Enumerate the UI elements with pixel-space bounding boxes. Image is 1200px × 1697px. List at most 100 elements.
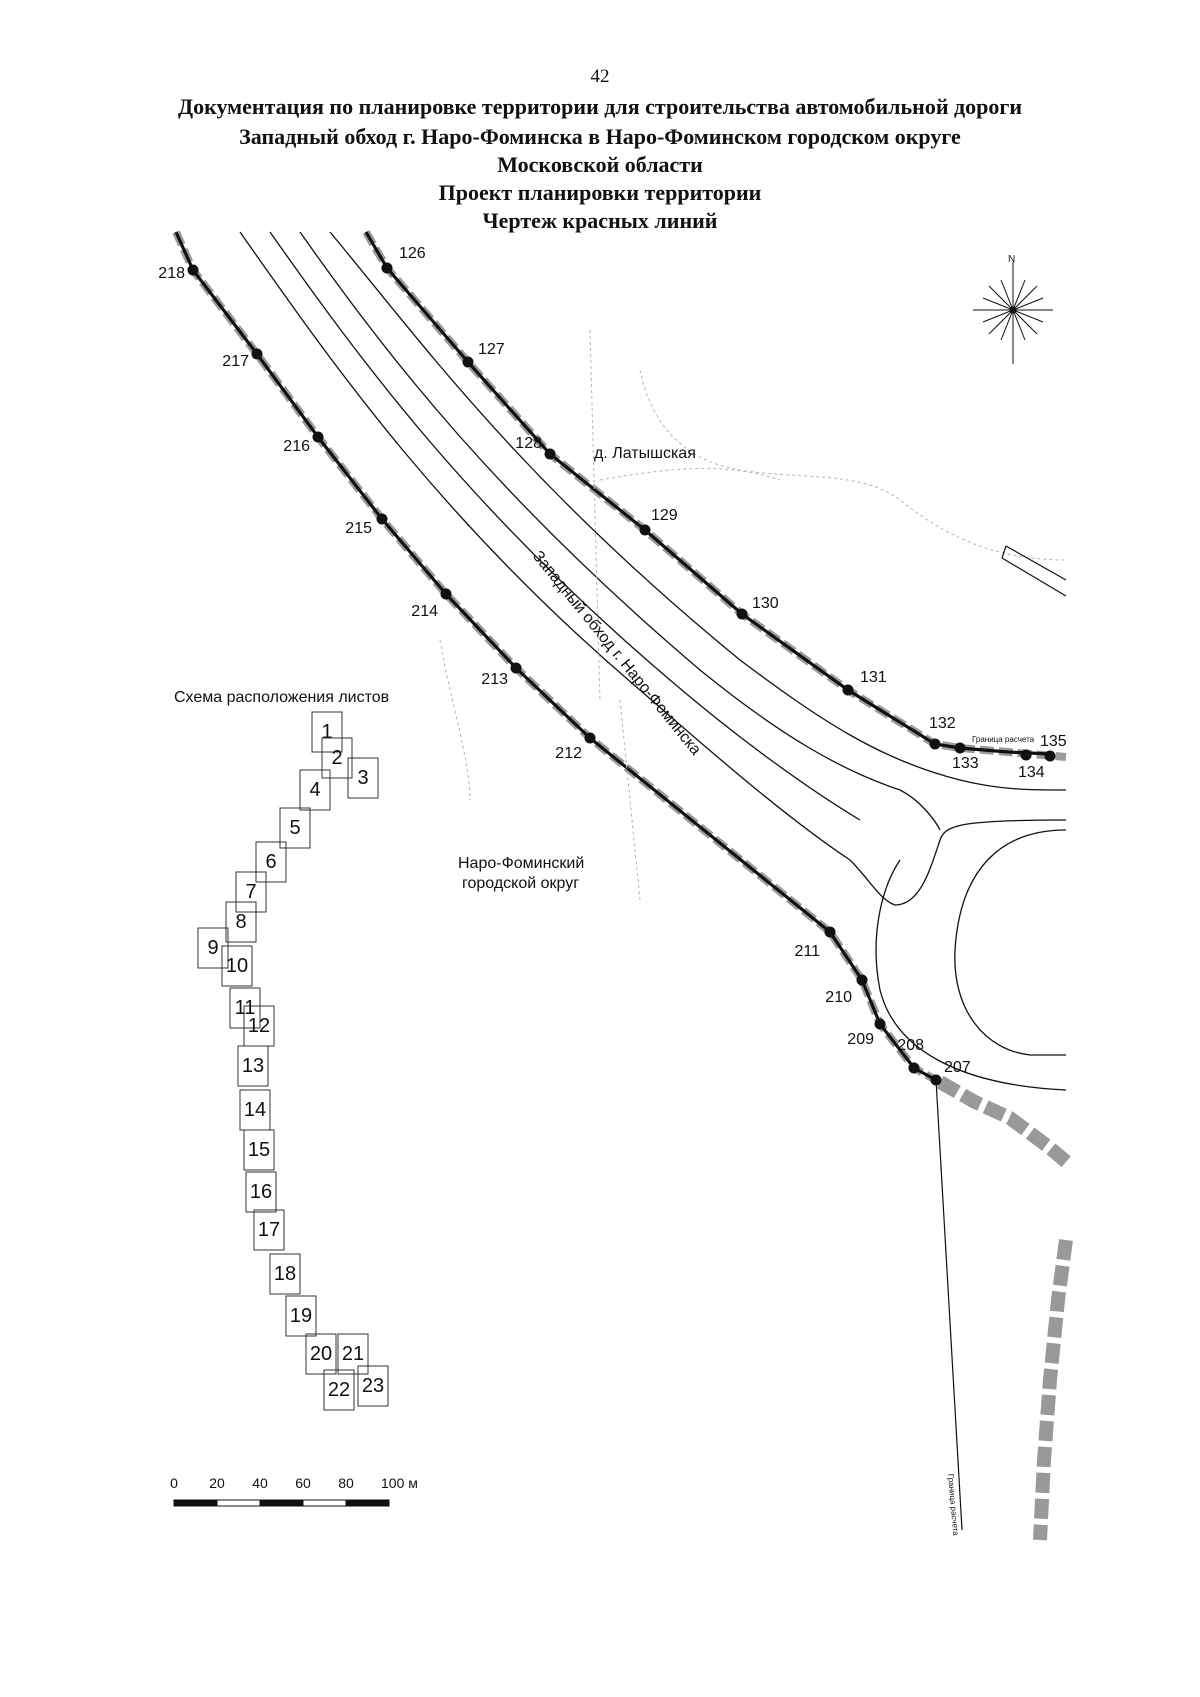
terrain-line-1 [639,369,1067,561]
calc-boundary-label: Граница расчета [972,735,1035,744]
calc-boundary-hatched [936,1075,1075,1541]
sheet-number-11: 11 [235,997,256,1019]
sheet-number-20: 20 [310,1343,332,1365]
page-number: 42 [590,66,610,87]
road-line-4 [329,231,1067,791]
red-line-point-129 [639,524,651,536]
point-label-129: 129 [651,507,678,524]
sheet-number-12: 12 [248,1015,270,1037]
point-label-209: 209 [847,1031,874,1048]
red-line-point-131 [842,684,854,696]
red-line-point-134 [1020,749,1032,761]
sheet-frame-16 [245,1171,277,1213]
sheet-frame-13 [237,1045,269,1087]
sheet-number-21: 21 [342,1343,364,1365]
roundabout-edge [954,829,1067,1056]
title-line-1: Документация по планировке территории дл… [177,94,1023,119]
point-label-207: 207 [944,1059,971,1076]
sheet-number-2: 2 [331,747,342,769]
title-line-3: Московской области [497,152,703,177]
point-label-217: 217 [222,353,249,370]
rail-line-3 [1001,545,1007,559]
sheet-number-8: 8 [235,911,246,933]
point-label-214: 214 [411,603,438,620]
point-label-210: 210 [825,989,852,1006]
road-line-2 [269,231,861,821]
sheet-number-6: 6 [265,851,276,873]
sheet-number-4: 4 [309,779,320,801]
sheet-frame-11 [229,987,261,1029]
sheet-number-5: 5 [289,817,300,839]
scale-tick-3: 60 [295,1475,311,1491]
sheet-number-13: 13 [242,1055,264,1077]
sheet-number-17: 17 [258,1219,280,1241]
sheet-frame-18 [269,1253,301,1295]
point-label-211: 211 [794,943,820,960]
rail-line-2 [1001,557,1067,597]
sheet-number-23: 23 [362,1375,384,1397]
red-line-point-207 [930,1074,942,1086]
district-label-line2: городской округ [462,875,579,892]
scale-segment-3 [302,1499,347,1507]
sheet-number-22: 22 [328,1379,350,1401]
sheet-number-7: 7 [245,881,256,903]
red-line-point-135 [1044,750,1056,762]
sheet-number-14: 14 [244,1099,266,1121]
red-line-south [174,231,937,1082]
sheet-number-10: 10 [226,955,248,977]
scale-segment-2 [259,1499,304,1507]
sheet-frame-7 [235,871,267,913]
red-line-point-213 [510,662,522,674]
sheet-frame-1 [311,711,343,753]
red-line-point-210 [856,974,868,986]
calc-boundary-vertical-label: Граница расчета [946,1473,960,1536]
north-label: N [1008,254,1015,265]
red-line-point-132 [929,738,941,750]
red-line-point-133 [954,742,966,754]
rail-band [1001,545,1067,597]
key-map-title: Схема расположения листов [174,689,389,706]
road-label: Западный обход г. Наро-Фоминска [529,548,704,759]
point-label-216: 216 [283,438,310,455]
sheet-number-15: 15 [248,1139,270,1161]
road-line-1 [239,231,1067,906]
red-line-point-215 [376,513,388,525]
sheet-number-16: 16 [250,1181,272,1203]
scale-tick-0: 0 [170,1475,178,1491]
scale-tick-2: 40 [252,1475,268,1491]
terrain-line-3 [589,329,601,701]
point-label-126: 126 [399,245,426,262]
scale-segment-1 [216,1499,261,1507]
point-label-132: 132 [929,715,956,732]
sheet-frame-22 [323,1369,355,1411]
sheet-frame-21 [337,1333,369,1375]
red-line-point-126 [381,262,393,274]
red-line-point-208 [908,1062,920,1074]
sheet-frame-17 [253,1209,285,1251]
sheet-frame-20 [305,1333,337,1375]
point-label-128: 128 [515,435,542,452]
point-label-215: 215 [345,520,372,537]
sheet-number-1: 1 [321,721,332,743]
red-line-point-211 [824,926,836,938]
roundabout-outer [875,859,1067,1091]
district-label-line1: Наро-Фоминский [458,855,584,872]
terrain-sketch [439,329,1067,901]
sheet-frame-4 [299,769,331,811]
point-label-213: 213 [481,671,508,688]
sheet-frame-8 [225,901,257,943]
north-arrow-center [1009,306,1017,314]
sheet-frame-3 [347,757,379,799]
scale-tick-5: 100 м [381,1475,418,1491]
sheet-number-3: 3 [357,767,368,789]
sheet-frame-6 [255,841,287,883]
sheet-frame-15 [243,1129,275,1171]
title-line-2: Западный обход г. Наро-Фоминска в Наро-Ф… [239,124,961,149]
point-label-130: 130 [752,595,779,612]
road-lines [239,231,1067,1091]
